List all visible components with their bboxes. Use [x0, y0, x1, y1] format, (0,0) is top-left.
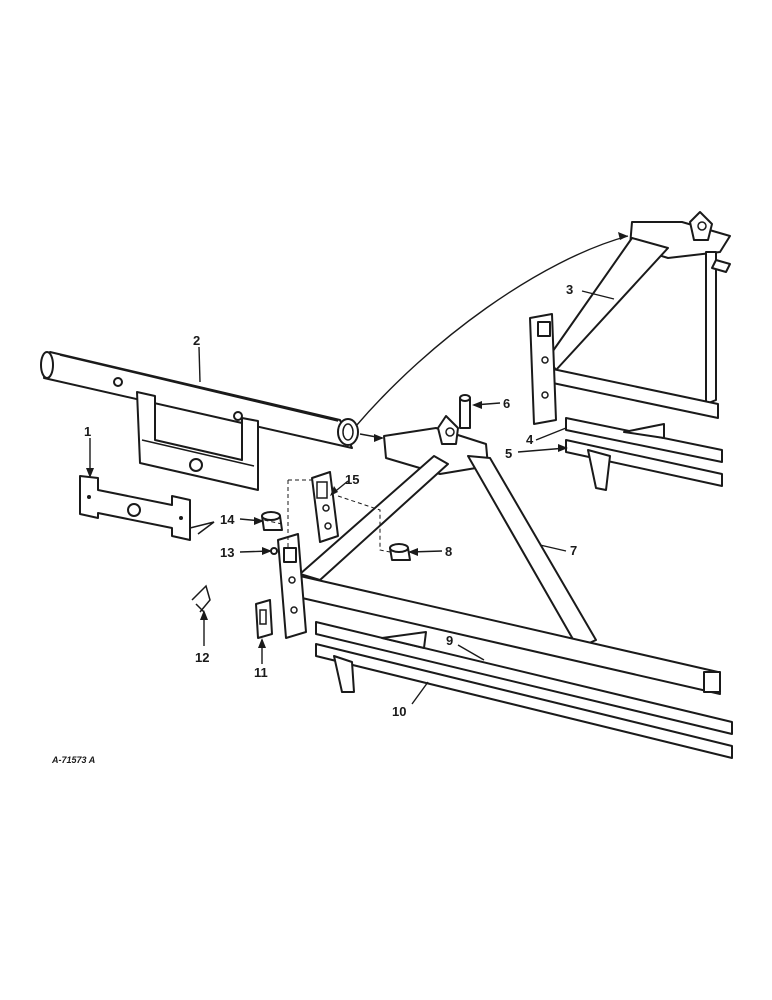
part-10-front-bar [315, 643, 733, 759]
part-11-hinge-plate [255, 533, 307, 639]
drawing-code: A-71573 A [51, 755, 95, 765]
part-9-front-bar [315, 621, 733, 735]
part-15-link-plate [311, 471, 339, 543]
part-3-rear-frame [529, 211, 731, 425]
callout-14: 14 [220, 512, 235, 527]
callout-11: 11 [254, 665, 268, 680]
alignment-lines [263, 479, 391, 553]
callout-leaders [86, 290, 615, 705]
part-2-main-tube [40, 351, 359, 491]
callout-9: 9 [446, 633, 453, 648]
callout-3: 3 [566, 282, 573, 297]
callout-13: 13 [220, 545, 234, 560]
connection-lines [355, 232, 629, 442]
part-1-bracket [79, 475, 215, 541]
callout-15: 15 [345, 472, 359, 487]
part-14-bushing [261, 511, 283, 531]
part-6-pin [459, 394, 471, 429]
part-8-bushing [389, 543, 411, 561]
callout-8: 8 [445, 544, 452, 559]
callout-6: 6 [503, 396, 510, 411]
part-12-clip [191, 584, 211, 613]
callout-labels: 1 2 3 4 5 6 7 8 9 10 11 12 13 14 15 [84, 282, 577, 719]
part-4-rear-bar [565, 417, 723, 463]
callout-5: 5 [505, 446, 512, 461]
callout-2: 2 [193, 333, 200, 348]
callout-10: 10 [392, 704, 406, 719]
callout-1: 1 [84, 424, 91, 439]
callout-4: 4 [526, 432, 534, 447]
callout-12: 12 [195, 650, 209, 665]
part-5-rear-bar [565, 439, 723, 491]
callout-7: 7 [570, 543, 577, 558]
